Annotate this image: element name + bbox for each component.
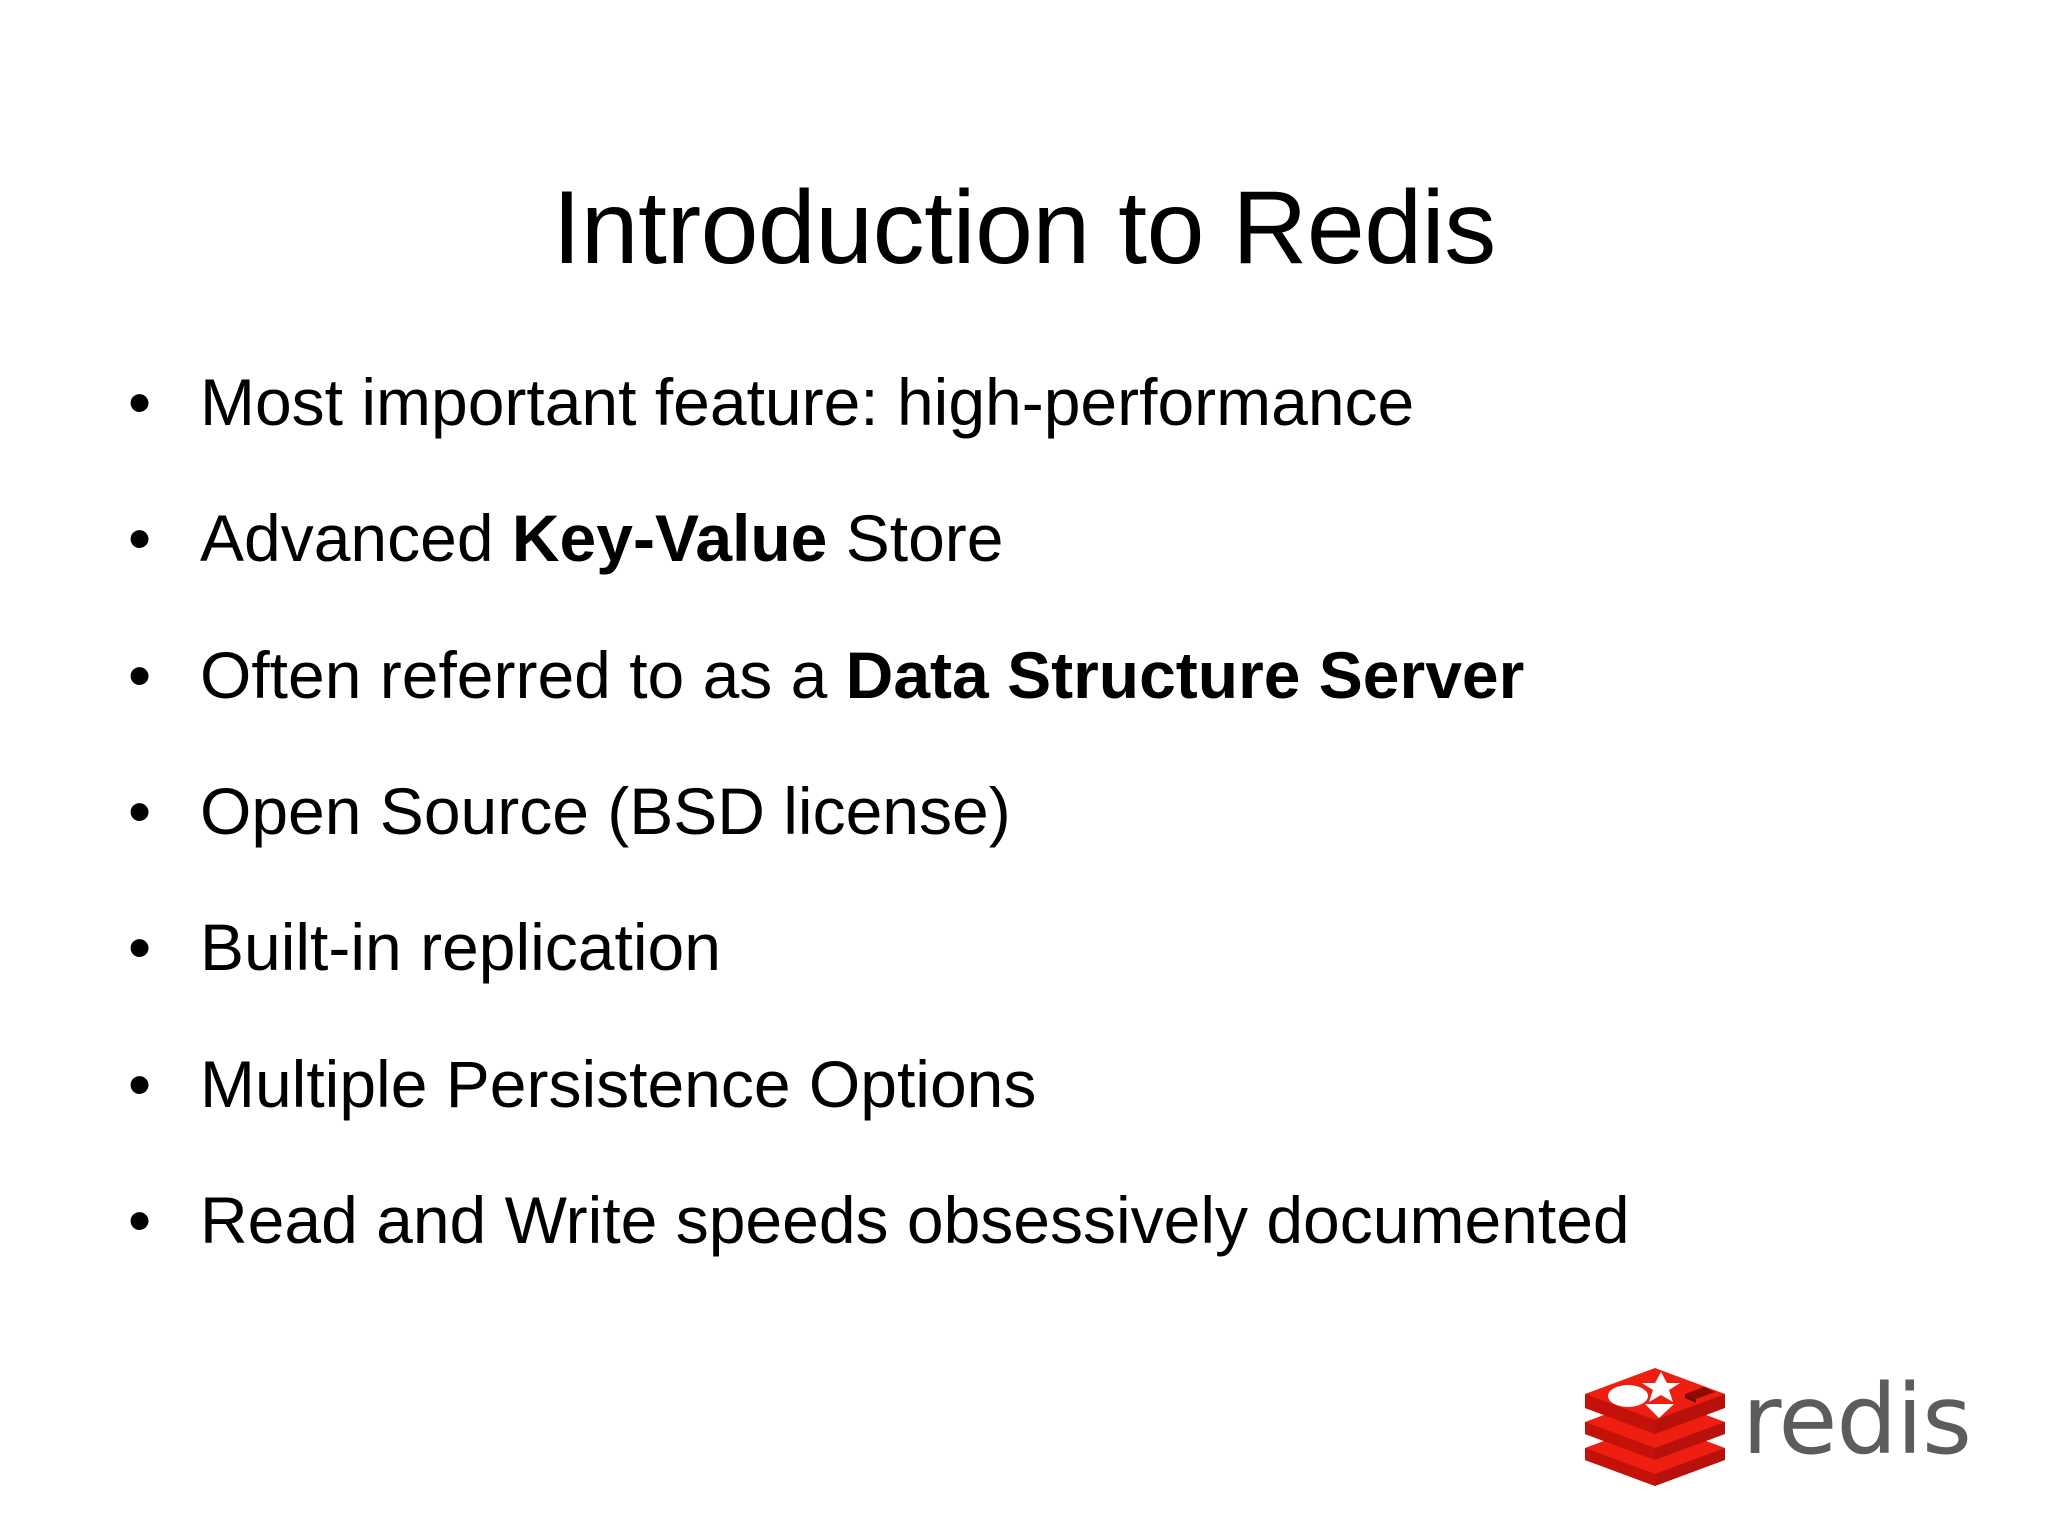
list-item: • Multiple Persistence Options <box>118 1034 1908 1134</box>
bullet-point-icon: • <box>128 1046 152 1121</box>
list-item-label: Built-in replication <box>200 910 721 985</box>
list-item-label: Most important feature: high-performance <box>200 365 1415 439</box>
bullet-list: • Most important feature: high-performanc… <box>118 352 1908 1270</box>
list-item-label: Read and Write speeds obsessively docume… <box>200 1182 1630 1257</box>
bullet-point-icon: • <box>128 910 152 985</box>
emphasis-text: Data Structure Server <box>845 637 1525 712</box>
list-item: • Often referred to as a Data Structure S… <box>118 625 1908 725</box>
list-item: • Open Source (BSD license) <box>118 761 1908 861</box>
bullet-point-icon: • <box>128 365 152 439</box>
list-item-label: Multiple Persistence Options <box>200 1046 1037 1121</box>
list-item-label: Often referred to as a Data Structure Se… <box>200 637 1525 712</box>
bullet-point-icon: • <box>128 1182 152 1257</box>
list-item: • Most important feature: high-performanc… <box>118 352 1908 452</box>
redis-stacked-cube-icon <box>1585 1368 1725 1486</box>
emphasis-text: Key-Value <box>511 501 828 576</box>
list-item-label: Open Source (BSD license) <box>200 773 1011 848</box>
page-title: Introduction to Redis <box>552 169 1496 286</box>
list-item: • Read and Write speeds obsessively docum… <box>118 1170 1908 1270</box>
list-item: • Built-in replication <box>118 897 1908 997</box>
list-item-label: Advanced Key-Value Store <box>200 501 1004 576</box>
redis-logo: redis <box>1582 1356 2002 1492</box>
bullet-point-icon: • <box>128 637 152 712</box>
redis-wordmark: redis <box>1742 1364 1972 1476</box>
list-item: • Advanced Key-Value Store <box>118 488 1908 588</box>
bullet-point-icon: • <box>128 773 152 848</box>
bullet-point-icon: • <box>128 501 152 576</box>
